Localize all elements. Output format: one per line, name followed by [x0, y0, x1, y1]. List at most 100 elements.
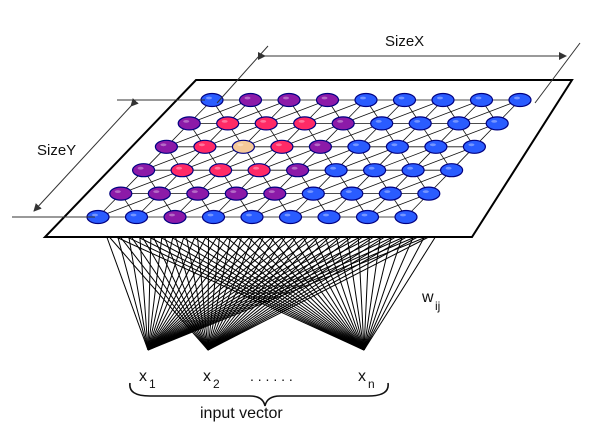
- weight-connection: [207, 231, 336, 351]
- lattice-link: [243, 123, 305, 148]
- neuron: [331, 116, 355, 131]
- neuron: [109, 186, 133, 201]
- weight-connection: [127, 231, 365, 351]
- neuron-highlight: [400, 213, 406, 217]
- neuron-highlight: [307, 190, 314, 194]
- neuron: [317, 209, 341, 225]
- weight-connection: [127, 231, 209, 351]
- weight-connection: [207, 231, 221, 351]
- neuron: [424, 139, 448, 154]
- neuron: [254, 116, 278, 131]
- input-x1-subscript: 1: [149, 377, 156, 391]
- neuron: [378, 186, 402, 201]
- input-x1-label: x: [139, 368, 147, 385]
- weight-connection: [104, 231, 365, 351]
- weight-connection: [311, 231, 365, 351]
- weight-connection: [242, 231, 365, 351]
- lattice-link: [166, 123, 228, 148]
- weight-connection: [185, 231, 209, 351]
- neuron: [247, 163, 271, 178]
- weight-connection: [139, 231, 365, 351]
- lattice-link: [397, 123, 459, 148]
- neuron-highlight: [298, 120, 305, 123]
- neuron: [277, 92, 301, 108]
- weight-connection: [207, 231, 428, 351]
- neuron-highlight: [283, 96, 289, 100]
- weight-connection: [207, 231, 382, 351]
- lattice-link: [220, 146, 283, 171]
- neuron-highlight: [244, 96, 251, 100]
- weight-connection: [162, 231, 365, 351]
- lattice-link: [197, 169, 260, 194]
- weight-connection: [116, 231, 209, 351]
- size-y-label: SizeY: [37, 142, 76, 159]
- lattice-link: [204, 123, 267, 148]
- neuron-highlight: [114, 190, 121, 194]
- neuron-highlight: [176, 166, 183, 170]
- neuron-highlight: [491, 120, 498, 123]
- neuron-highlight: [169, 213, 175, 217]
- lattice-link: [351, 169, 414, 194]
- neuron: [440, 163, 464, 178]
- lattice-link: [159, 169, 221, 194]
- neuron: [315, 92, 340, 108]
- neuron-highlight: [345, 190, 352, 194]
- lattice-link: [174, 193, 237, 218]
- weight-connection: [363, 231, 370, 351]
- neuron-highlight: [323, 213, 329, 217]
- neuron-highlight: [191, 190, 198, 194]
- input-x2-subscript: 2: [213, 377, 220, 391]
- neuron-highlight: [198, 143, 205, 147]
- weight-connection: [231, 231, 365, 351]
- weight-connection: [265, 231, 365, 351]
- size-y-arrow: [33, 98, 139, 212]
- lattice-link: [227, 99, 290, 124]
- neuron: [209, 163, 233, 178]
- weight-connection: [150, 231, 365, 351]
- neuron-highlight: [230, 190, 237, 194]
- neuron: [354, 92, 378, 108]
- lattice-link: [313, 169, 375, 194]
- lattice-link: [412, 146, 475, 171]
- neuron-highlight: [360, 96, 366, 100]
- weight-connection: [357, 231, 365, 351]
- neuron: [308, 139, 332, 154]
- weight-connection: [207, 231, 347, 351]
- lattice-link: [381, 99, 444, 124]
- lattice-link: [374, 146, 437, 171]
- weight-connection: [207, 231, 324, 351]
- neuron: [324, 163, 348, 178]
- neuron-grid: [86, 92, 532, 225]
- weight-label: w ij: [421, 289, 440, 313]
- weight-connection: [173, 231, 209, 351]
- neuron: [216, 116, 240, 131]
- neuron-highlight: [375, 120, 382, 123]
- weight-connection: [104, 231, 149, 351]
- weight-connection: [277, 231, 365, 351]
- lattice-link: [328, 193, 391, 218]
- weight-connection: [363, 231, 405, 351]
- lattice-link: [281, 123, 344, 148]
- input-vector-label: input vector: [200, 405, 283, 422]
- lattice-link: [320, 123, 382, 148]
- neuron: [408, 116, 432, 131]
- weight-connection: [173, 231, 365, 351]
- neuron-highlight: [330, 166, 337, 170]
- weight-connection: [116, 231, 365, 351]
- neuron-highlight: [352, 143, 359, 147]
- lattice-link: [213, 193, 275, 218]
- neuron-highlight: [160, 143, 167, 147]
- neuron: [340, 186, 364, 201]
- neuron: [462, 139, 486, 154]
- lattice-link: [290, 193, 352, 218]
- weight-symbol: w: [421, 289, 434, 306]
- neuron: [278, 209, 303, 225]
- size-x-label: SizeX: [385, 33, 424, 50]
- weight-connection: [207, 231, 232, 351]
- lattice-link: [390, 169, 452, 194]
- lattice-link: [367, 193, 429, 218]
- neuron-highlight: [92, 213, 98, 217]
- neuron-highlight: [221, 120, 228, 123]
- neuron: [469, 92, 494, 108]
- lattice-link: [435, 123, 498, 148]
